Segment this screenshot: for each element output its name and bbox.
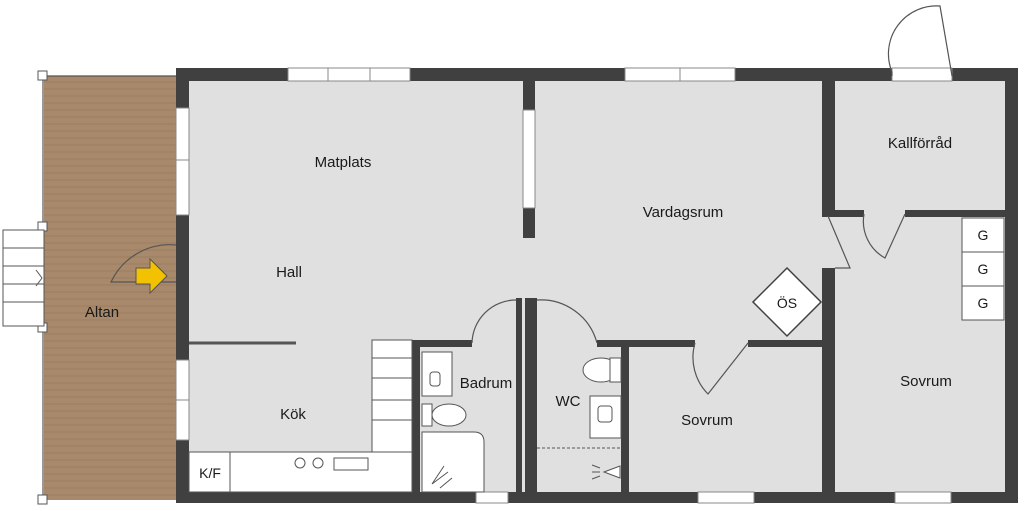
bathroom-door [471,299,517,344]
stove-icon [312,457,324,469]
stove-icon [294,457,306,469]
wardrobe-g3 [961,285,1005,321]
entrance-arrow-icon [135,257,168,295]
wardrobe-g1 [961,217,1005,253]
fixture-label-g: G [978,227,989,243]
room-label-altan: Altan [85,304,119,321]
room-label-hall: Hall [276,264,302,281]
fixture-label-g: G [978,295,989,311]
fireplace-os [751,266,823,338]
doors [110,5,953,395]
deck-post [37,494,48,505]
wardrobes [961,217,1005,321]
room-label-wc: WC [556,393,581,410]
bathroom-fixtures [421,351,622,493]
storage-inner-door [862,213,906,259]
shower-icon [421,431,485,493]
fixture-label-kf: K/F [199,465,221,481]
deck-planks [44,81,176,496]
room-label-kok: Kök [280,406,306,423]
deck-surface [44,76,176,500]
wardrobe-g2 [961,251,1005,287]
fixture-label-g: G [978,261,989,277]
room-label-badrum: Badrum [460,375,513,392]
kf-box [188,451,231,493]
windows [175,67,953,504]
bedroom-right-door [827,215,851,269]
room-label-kallforrad: Kallförråd [888,135,952,152]
fixture-label-os: ÖS [777,294,797,311]
storage-door [887,5,953,77]
deck-post [37,70,48,81]
kitchen-counter [188,339,413,493]
wc-door [536,299,598,344]
stairs-icon [2,229,45,327]
entrance-door [110,244,177,283]
sink-icon [333,457,369,471]
bedroom-door [692,342,749,395]
shower-icon [591,464,621,480]
room-label-vardagsrum: Vardagsrum [643,204,724,221]
toilet-icon [421,403,433,427]
room-label-sovrum: Sovrum [681,412,733,429]
room-label-sovrum: Sovrum [900,373,952,390]
room-label-matplats: Matplats [315,154,372,171]
